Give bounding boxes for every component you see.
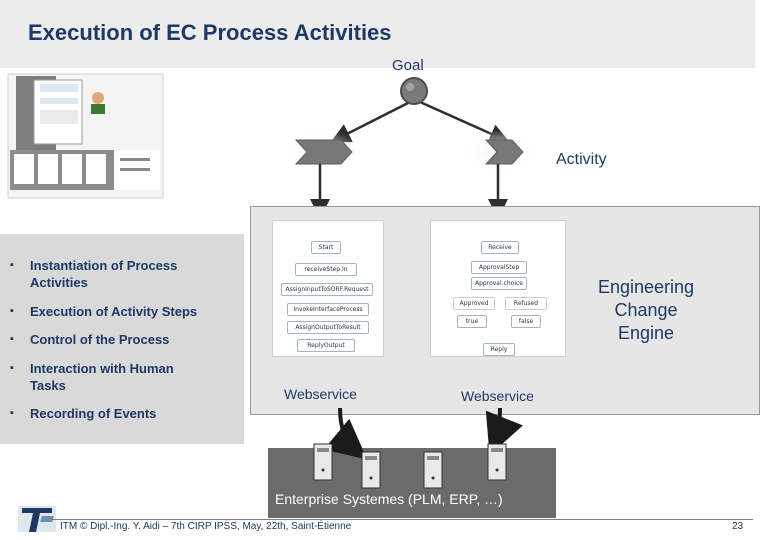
workflow-node: InvokeInterfaceProcess: [287, 303, 369, 316]
workflow-node: receiveStep.In: [295, 263, 357, 276]
workflow-left: Start receiveStep.In AssignInputToSORF.R…: [272, 220, 384, 357]
workflow-node: Start: [311, 241, 341, 254]
itm-logo: [18, 506, 56, 532]
workflow-node: false: [511, 315, 541, 328]
footer-divider: [50, 519, 753, 520]
slide-title: Execution of EC Process Activities: [28, 20, 392, 45]
page-number: 23: [732, 521, 744, 532]
activity-list-panel: ▪Instantiation of Process Activities ▪Ex…: [0, 234, 244, 444]
workflow-right: Receive ApprovalStep Approval.choice App…: [430, 220, 566, 357]
server-icon: [423, 451, 443, 489]
server-icon: [313, 443, 333, 481]
workflow-node: Receive: [481, 241, 519, 254]
server-icon: [487, 443, 507, 481]
workflow-node: Approval.choice: [471, 277, 527, 290]
goal-label: Goal: [392, 57, 424, 74]
webservice-label-right: Webservice: [461, 388, 534, 404]
activity-label: Activity: [556, 151, 607, 168]
workflow-node: ReplyOutput: [297, 339, 355, 352]
server-icon: [361, 451, 381, 489]
webservice-label-left: Webservice: [284, 386, 357, 402]
workflow-node: Reply: [483, 343, 515, 356]
workflow-node: Refused: [505, 297, 547, 310]
workflow-node: true: [457, 315, 487, 328]
workflow-node: ApprovalStep: [471, 261, 527, 274]
systems-graphics: [313, 407, 523, 489]
title-band: [0, 0, 755, 68]
systems-label: Enterprise Systemes (PLM, ERP, …): [275, 491, 503, 507]
engine-label: Engineering Change Engine: [597, 277, 695, 343]
list-item: ▪Execution of Activity Steps: [10, 304, 198, 319]
footer-text: ITM © Dipl.-Ing. Y. Aidi – 7th CIRP IPSS…: [60, 521, 352, 532]
list-item: ▪Instantiation of Process Activities: [10, 258, 178, 290]
workflow-node: AssignInputToSORF.Request: [281, 283, 373, 296]
workflow-node: AssignOutputToResult: [287, 321, 369, 334]
workflow-node: Approved: [453, 297, 495, 310]
list-item: ▪Recording of Events: [10, 406, 157, 421]
list-item: ▪Control of the Process: [10, 332, 170, 347]
list-item: ▪Interaction with Human Tasks: [10, 361, 174, 393]
overview-thumbnail: [7, 73, 164, 199]
